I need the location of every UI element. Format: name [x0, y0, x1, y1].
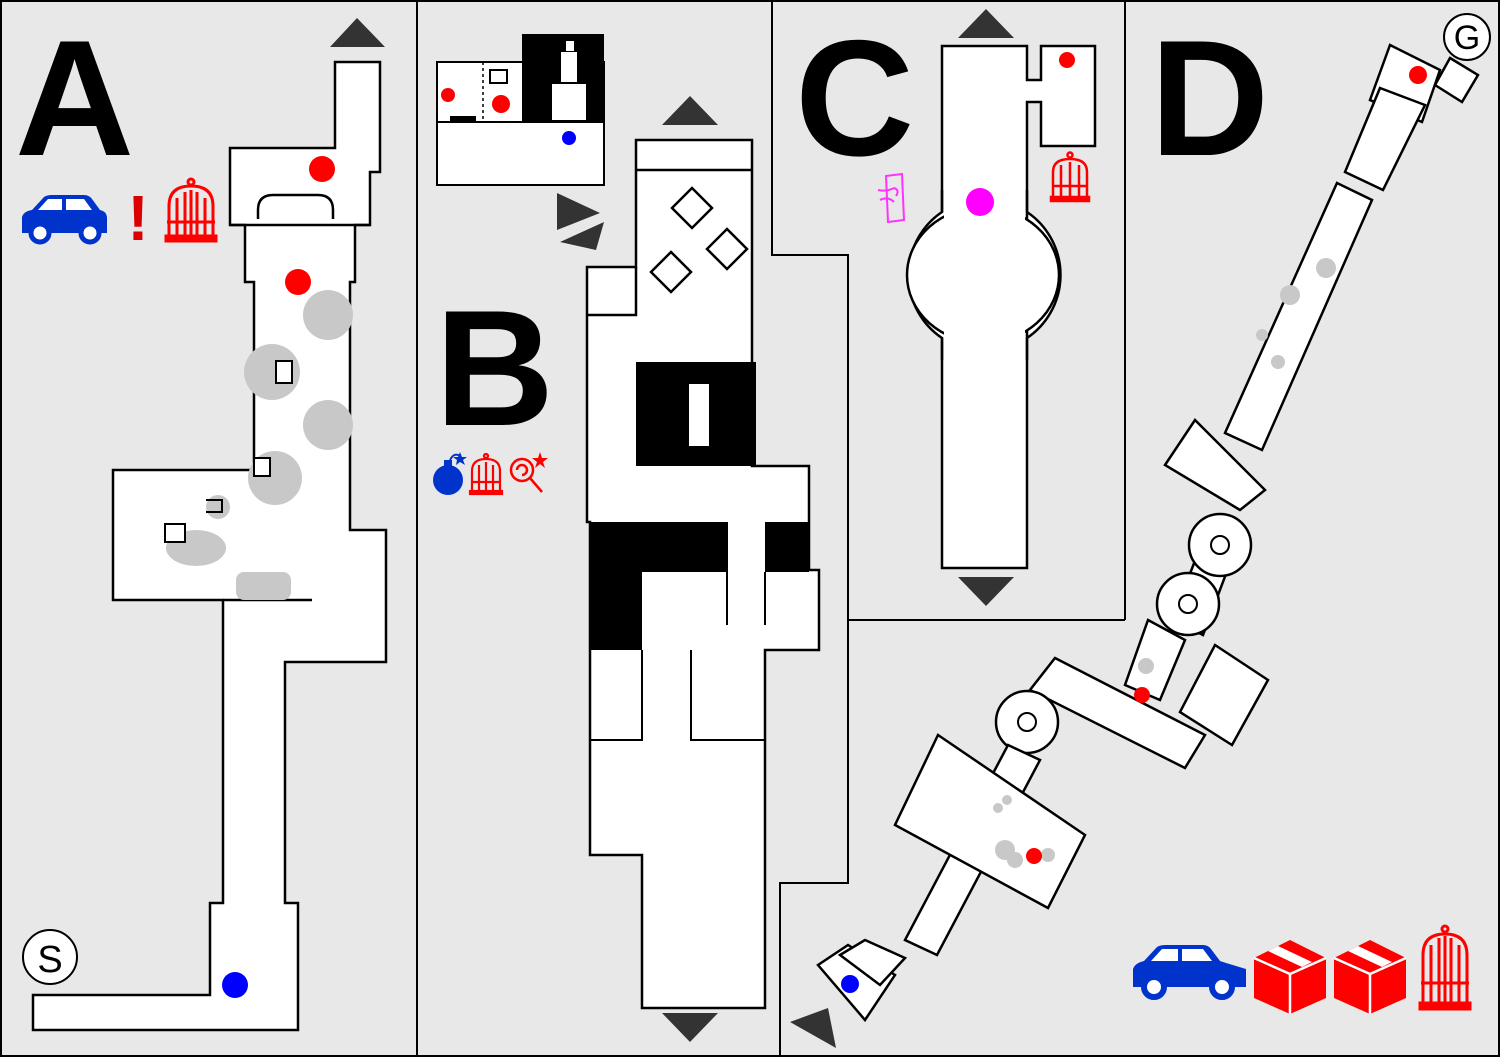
obstacles-d [993, 258, 1336, 868]
entry-arrow-diag [790, 1008, 836, 1048]
section-d: D G [790, 6, 1491, 1048]
lollipop-icon [509, 452, 548, 493]
birdcage-icon [1418, 924, 1472, 1011]
box-icon [1333, 940, 1407, 1014]
enemy-dot [1026, 848, 1042, 864]
car-icon [1133, 945, 1246, 1000]
exit-arrow-up [662, 96, 718, 125]
start-label: S [37, 939, 62, 981]
start-marker: S [22, 929, 78, 985]
birdcage-icon [1049, 151, 1091, 203]
room-b-main [585, 138, 821, 1010]
enemy-dot [1134, 687, 1150, 703]
diamond-blocks [649, 186, 749, 294]
ring-marks [1017, 535, 1230, 732]
section-a-label: A [15, 6, 134, 190]
room-d-path [816, 43, 1480, 1023]
car-icon [22, 195, 107, 245]
exit-arrow-down [662, 1013, 718, 1042]
blocks-a [164, 360, 293, 543]
section-a: A S [15, 6, 388, 1032]
start-dot [841, 975, 859, 993]
birdcage-icon [164, 177, 218, 243]
entry-arrow-diag [557, 193, 604, 250]
exit-arrow-down [958, 577, 1014, 606]
section-d-label: D [1150, 6, 1269, 190]
minimap-b [436, 34, 605, 186]
black-block [765, 522, 809, 572]
section-b-label: B [435, 276, 554, 460]
section-b: B [433, 34, 821, 1042]
special-dot [966, 188, 994, 216]
birdcage-icon [468, 452, 504, 496]
exit-arrow-up [330, 18, 385, 47]
section-c: C [795, 6, 1097, 606]
enemy-dot [285, 269, 311, 295]
bomb-icon [433, 452, 467, 495]
box-icon [1253, 940, 1327, 1014]
enemy-dot [1059, 52, 1075, 68]
black-block [590, 522, 727, 650]
goal-marker: G [1443, 13, 1491, 61]
start-dot [222, 972, 248, 998]
exclamation-icon: ! [127, 182, 148, 254]
exit-arrow-up [958, 9, 1014, 38]
section-c-label: C [795, 6, 914, 190]
enemy-dot [309, 156, 335, 182]
scroll-icon [877, 172, 906, 224]
goal-label: G [1454, 19, 1480, 57]
enemy-dot [1409, 66, 1427, 84]
